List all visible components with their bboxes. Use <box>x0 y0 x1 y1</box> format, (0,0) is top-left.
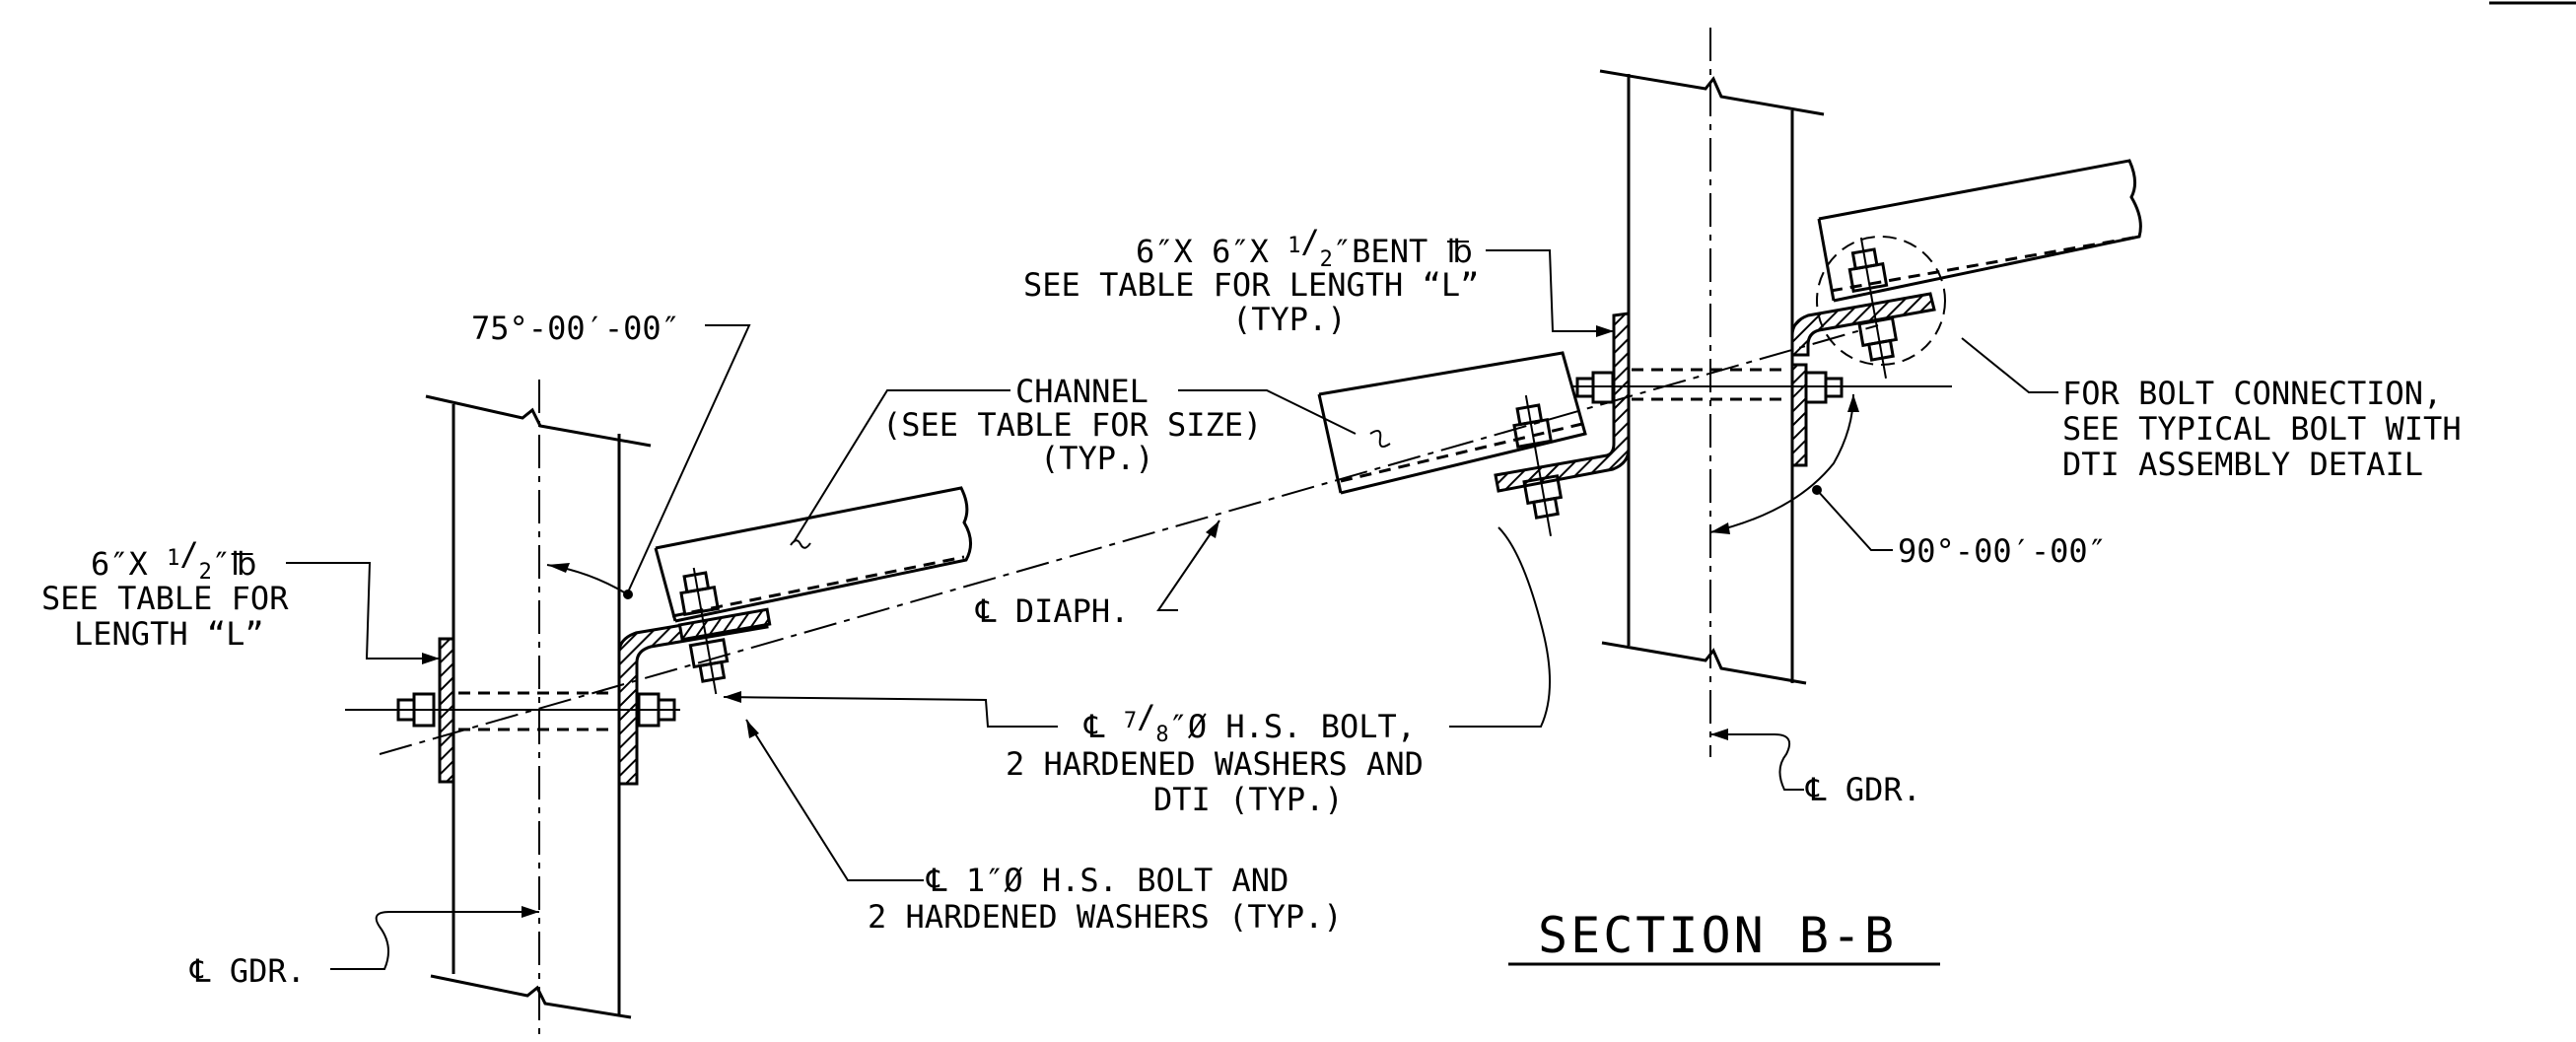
label-channel-line2: (SEE TABLE FOR SIZE) <box>882 406 1262 444</box>
label-bolt-78-line3: DTI (TYP.) <box>1153 781 1344 818</box>
label-bolt-connection-line3: DTI ASSEMBLY DETAIL <box>2062 446 2423 483</box>
label-left-plate-line3: LENGTH “L” <box>74 615 264 653</box>
detail-callout-circle <box>1816 236 1946 366</box>
right-bent-plate-right <box>1790 292 1936 357</box>
label-bent-plate-line3: (TYP.) <box>1232 301 1347 338</box>
label-bolt-1-line2: 2 HARDENED WASHERS (TYP.) <box>868 898 1343 936</box>
label-gdr-right: ℄ GDR. <box>1805 771 1921 808</box>
diaphragm-centerline <box>379 324 1879 755</box>
right-bent-plate-left <box>1494 312 1631 493</box>
label-left-plate-line2: SEE TABLE FOR <box>41 580 289 617</box>
label-channel-line3: (TYP.) <box>1040 440 1154 477</box>
label-bolt-connection-line1: FOR BOLT CONNECTION, <box>2062 375 2442 412</box>
label-angle-75: 75°-00′-00″ <box>471 310 680 347</box>
middle-channel <box>1317 351 1587 495</box>
label-bolt-connection-line2: SEE TYPICAL BOLT WITH <box>2062 410 2462 448</box>
label-diaph: ℄ DIAPH. <box>975 592 1129 630</box>
right-girder <box>1599 28 1825 757</box>
left-channel <box>654 486 972 623</box>
far-right-channel <box>1817 159 2142 303</box>
label-bolt-1-line1: ℄ 1″Ø H.S. BOLT AND <box>926 862 1288 899</box>
label-bent-plate-line2: SEE TABLE FOR LENGTH “L” <box>1023 266 1479 304</box>
section-title: SECTION B-B <box>1538 907 1897 964</box>
label-bolt-78-line1: ℄ 7/8″Ø H.S. BOLT, <box>1083 698 1416 747</box>
label-channel-line1: CHANNEL <box>1015 373 1149 410</box>
right-connection <box>1494 236 1952 537</box>
label-left-plate-line1: 6″X 1/2″℔ <box>91 535 256 585</box>
leader-lines <box>286 249 2058 970</box>
label-angle-90: 90°-00′-00″ <box>1898 532 2107 570</box>
label-bent-plate-line1: 6″X 6″X 1/2″BENT ℔ <box>1136 223 1473 272</box>
label-bolt-78-line2: 2 HARDENED WASHERS AND <box>1006 745 1424 783</box>
left-connection <box>345 567 772 786</box>
label-gdr-left: ℄ GDR. <box>189 952 306 990</box>
